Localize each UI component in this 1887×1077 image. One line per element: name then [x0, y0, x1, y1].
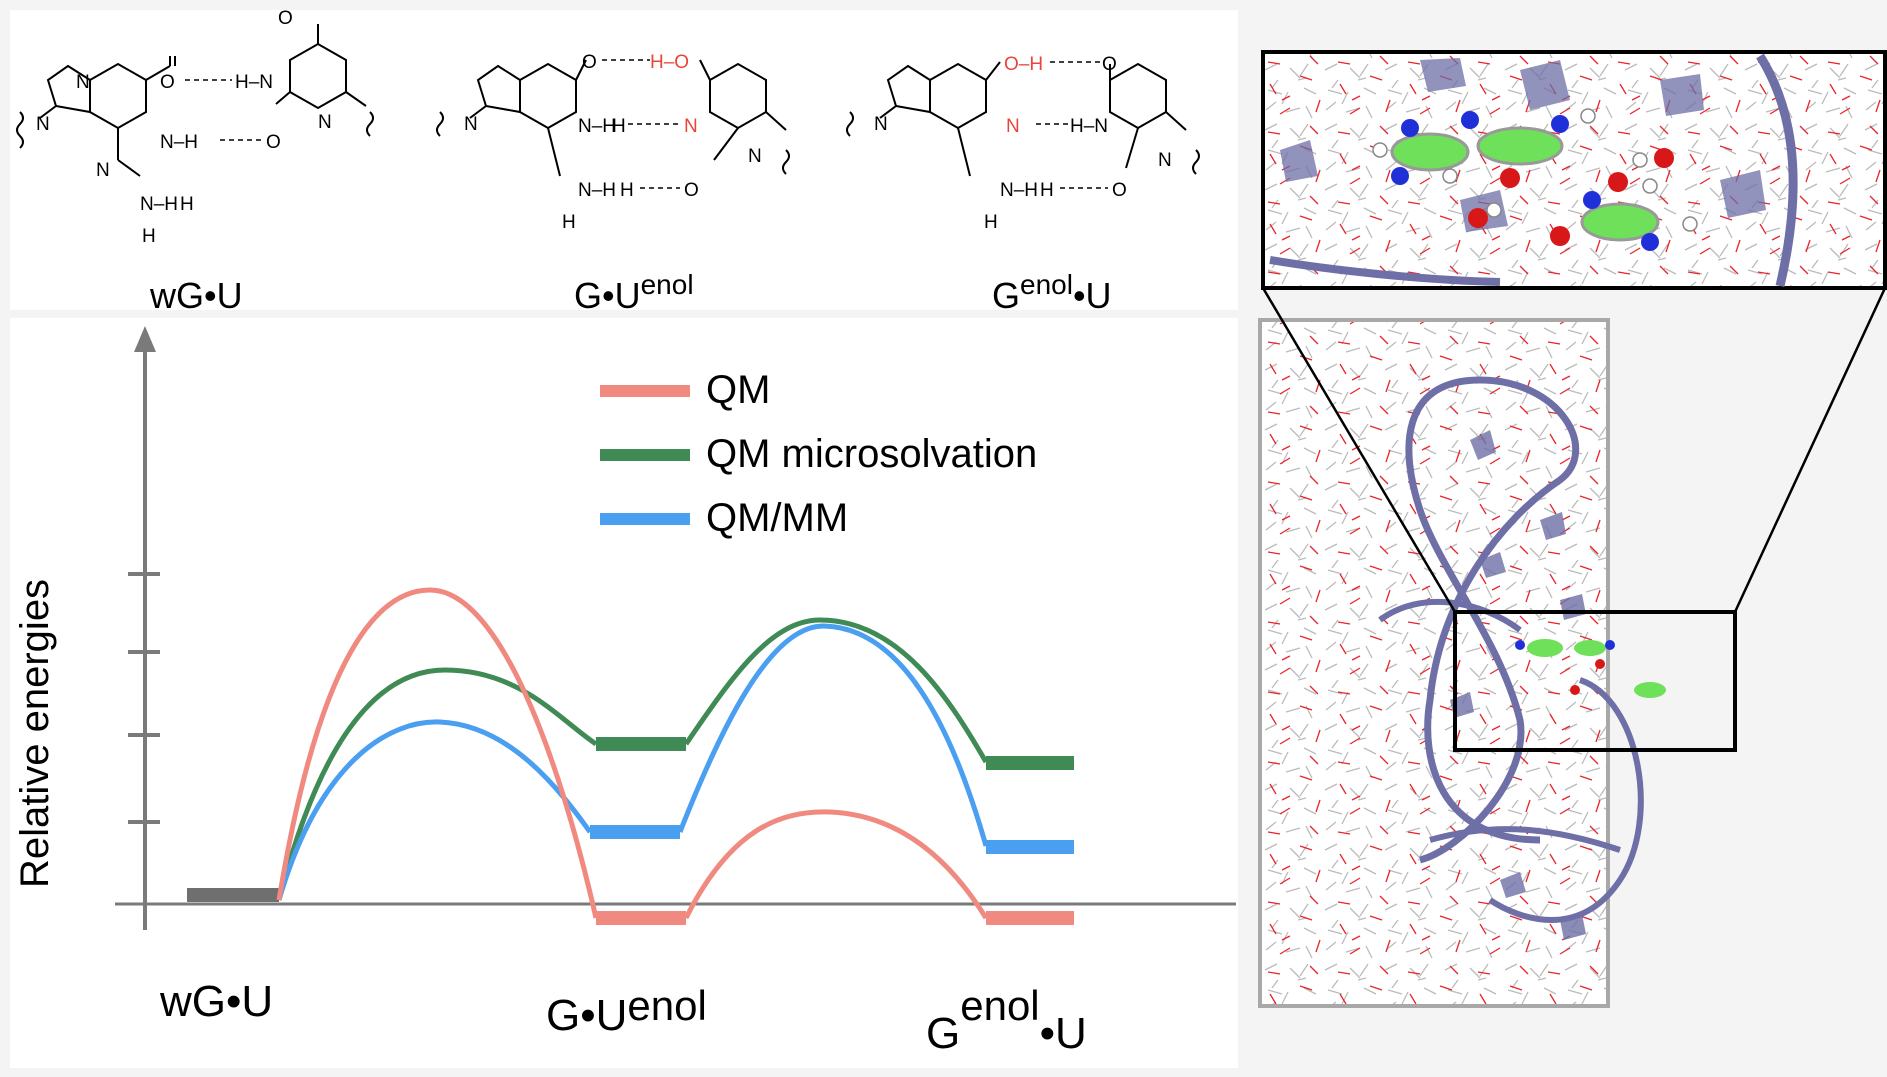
structure-label: Genol•U [992, 269, 1112, 316]
atom-h: H [1040, 180, 1054, 201]
atom-o: O [278, 8, 293, 29]
structure-guenol [436, 59, 790, 177]
atom-o: O [582, 52, 597, 73]
atom-o: O [1112, 180, 1127, 201]
rna-ribbon [1405, 376, 1580, 864]
y-ticks [128, 572, 160, 824]
atom-n: N [748, 146, 762, 167]
atom-nh: N–H [160, 132, 198, 153]
state-label-wgu: wG•U [159, 977, 273, 1026]
curve-green-1 [276, 667, 598, 901]
energy-panel [10, 318, 1238, 1068]
atom-n: N [464, 114, 478, 135]
level-red-genolu [986, 911, 1074, 925]
structures-panel [10, 10, 1238, 310]
curve-red-1 [276, 587, 599, 919]
atom-n: N [318, 112, 332, 133]
legend-label-qmmm: QM/MM [706, 496, 848, 540]
atom-n: N [1158, 150, 1172, 171]
molecular-render [1258, 50, 1887, 1008]
atom-h: H [562, 212, 576, 233]
structure-label: G•Uenol [574, 269, 694, 316]
atom-h: H [180, 194, 194, 215]
series-qm-mm [276, 623, 1074, 901]
level-blue-guenol [590, 825, 680, 839]
atom-o: O [160, 72, 175, 93]
selection-box [1453, 610, 1737, 752]
legend: QM QM microsolvation QM/MM [600, 368, 1037, 540]
atom-nh: N–H [1000, 180, 1038, 201]
level-blue-genolu [986, 840, 1074, 854]
level-wgu [187, 888, 279, 902]
y-axis-arrow [134, 326, 156, 352]
atom-h: H [612, 116, 626, 137]
y-axis-label: Relative energies [13, 579, 57, 888]
atom-n: N [874, 114, 888, 135]
atom-nh: N–H [140, 194, 178, 215]
atom-nh: N–H [578, 116, 616, 137]
atom-ho: H–O [650, 52, 689, 73]
legend-label-qm: QM [706, 368, 770, 412]
atom-nh: N–H [578, 180, 616, 201]
level-green-guenol [596, 737, 686, 751]
atom-n: N [36, 114, 50, 135]
atom-oh: O–H [1004, 54, 1043, 75]
legend-label-microsolvation: QM microsolvation [706, 432, 1037, 476]
structure-wgu [16, 24, 374, 177]
atom-hn: H–N [1070, 116, 1108, 137]
hbonds-guenol [602, 59, 680, 189]
curve-blue-2 [677, 623, 989, 847]
atom-o: O [266, 132, 281, 153]
atom-n: N [76, 72, 90, 93]
series-qm [276, 587, 1074, 925]
hbonds-wgu [185, 79, 262, 141]
atom-hn: H–N [235, 72, 273, 93]
atom-o: O [684, 180, 699, 201]
curve-red-2 [683, 809, 989, 920]
structure-genolu [846, 61, 1200, 177]
atom-n: N [96, 160, 110, 181]
state-label-genolu: Genol•U [926, 982, 1087, 1058]
atom-n: N [1006, 116, 1020, 137]
hbonds-genolu [1036, 61, 1108, 189]
series-qm-microsolvation [276, 617, 1074, 901]
atom-h: H [984, 212, 998, 233]
atom-n: N [684, 116, 698, 137]
curve-green-2 [683, 617, 989, 764]
level-green-genolu [986, 756, 1074, 770]
atom-h: H [142, 226, 156, 247]
curve-blue-1 [276, 719, 593, 901]
structure-label: wG•U [149, 275, 243, 316]
atom-o: O [1102, 54, 1117, 75]
state-label-guenol: G•Uenol [546, 982, 707, 1040]
level-red-guenol [596, 911, 686, 925]
atom-h: H [620, 180, 634, 201]
